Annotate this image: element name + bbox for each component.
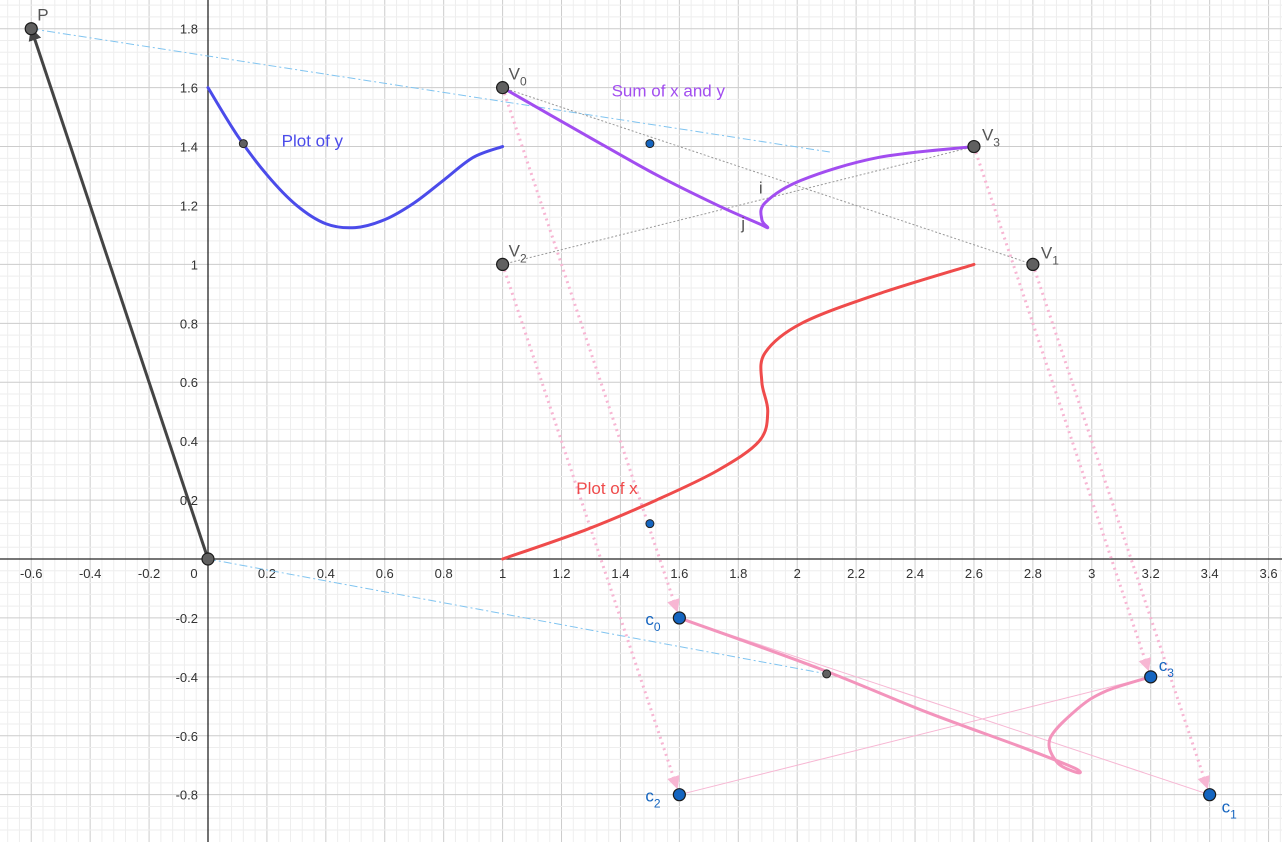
dashdot-line-upper (31, 28, 833, 153)
point-label-subscript: 2 (654, 797, 661, 811)
point-label-p: P (37, 6, 48, 25)
dotted-line-v0-v1 (502, 87, 1034, 265)
small-point (645, 139, 655, 149)
x-tick-label: 3 (1088, 566, 1095, 581)
x-tick-label: 0.4 (317, 566, 335, 581)
point-c3 (1144, 670, 1158, 684)
x-tick-label: 2.8 (1024, 566, 1042, 581)
x-tick-label: 0.8 (435, 566, 453, 581)
y-tick-label: 0.4 (180, 434, 198, 449)
x-tick-label: -0.2 (138, 566, 160, 581)
arrow-v3-to-c3 (972, 146, 1151, 672)
point-label-subscript: 1 (1052, 253, 1059, 267)
plot-of-x-curve (501, 262, 976, 561)
dashdot-line-lower (207, 558, 827, 675)
x-tick-label: 0.6 (376, 566, 394, 581)
x-tick-label: 3.4 (1201, 566, 1219, 581)
point-c2 (672, 788, 686, 802)
small-point (238, 139, 248, 149)
y-tick-label: 1 (191, 257, 198, 272)
x-tick-label: 3.2 (1142, 566, 1160, 581)
y-tick-label: 1.8 (180, 22, 198, 37)
y-tick-label: -0.2 (176, 611, 198, 626)
point-v3 (967, 139, 981, 154)
point-label-v0: V0 (509, 65, 527, 89)
point-c0 (672, 611, 686, 625)
text-label-plot-of-x: Plot of x (576, 479, 638, 498)
point-label-subscript: 0 (654, 620, 661, 634)
y-tick-label: 1.6 (180, 81, 198, 96)
x-tick-label: 0.2 (258, 566, 276, 581)
vector-o-to-p (28, 27, 210, 560)
bezier-curve (677, 616, 1153, 775)
y-tick-label: 0.6 (180, 375, 198, 390)
point-v0 (496, 81, 510, 95)
point-label-c3: c3 (1159, 656, 1175, 680)
small-point (645, 519, 655, 529)
x-tick-label: 2.4 (906, 566, 924, 581)
point-label-c0: c0 (645, 610, 661, 634)
y-tick-label: 1.4 (180, 140, 198, 155)
x-tick-label: -0.6 (20, 566, 42, 581)
x-tick-label: 0 (190, 566, 197, 581)
point-label-subscript: 1 (1230, 808, 1237, 822)
point-v2 (496, 257, 510, 271)
arrow-v2-to-c2 (501, 263, 680, 790)
plot-of-y-curve (206, 86, 505, 230)
arrow-v0-to-c0 (501, 87, 680, 613)
text-label-plot-of-y: Plot of y (282, 132, 344, 151)
y-tick-label: 0.8 (180, 316, 198, 331)
arrow-v1-to-c1 (1031, 263, 1210, 790)
y-tick-label: -0.8 (176, 788, 198, 803)
point-v1 (1026, 257, 1040, 271)
text-label-i: i (759, 179, 763, 198)
x-tick-label: 3.6 (1260, 566, 1278, 581)
point-label-subscript: 3 (1167, 666, 1174, 680)
curves (206, 86, 1153, 775)
point-label-subscript: 2 (520, 251, 527, 265)
x-tick-label: -0.4 (79, 566, 101, 581)
x-tick-label: 1.4 (611, 566, 629, 581)
y-tick-label: -0.6 (176, 729, 198, 744)
text-label-sum-of-x-and-y: Sum of x and y (612, 81, 726, 100)
point-c1 (1203, 788, 1217, 802)
text-label-j: j (740, 214, 745, 233)
x-tick-label: 1.6 (670, 566, 688, 581)
x-tick-label: 2 (794, 566, 801, 581)
thin-line-c2-c3 (679, 676, 1151, 796)
point-origin (201, 552, 215, 566)
point-label-subscript: 0 (520, 75, 527, 89)
x-tick-label: 1.2 (552, 566, 570, 581)
sum-of-x-and-y-curve (501, 86, 976, 230)
x-tick-label: 2.6 (965, 566, 983, 581)
small-point (822, 669, 832, 679)
x-tick-label: 2.2 (847, 566, 865, 581)
x-tick-label: 1.8 (729, 566, 747, 581)
point-label-c2: c2 (645, 787, 661, 811)
y-tick-label: -0.4 (176, 670, 198, 685)
thin-line-c0-c1 (679, 617, 1210, 796)
construction-lines (28, 27, 1210, 796)
x-tick-label: 1 (499, 566, 506, 581)
point-label-subscript: 3 (993, 136, 1000, 150)
points (24, 22, 1217, 802)
y-tick-label: 1.2 (180, 198, 198, 213)
tick-labels: -0.6 -0.4 -0.2 0 0.2 0.4 0.6 0.8 1 1.2 1.4 1.6 1.8 2 2… (20, 22, 1278, 803)
point-p (24, 22, 38, 36)
dotted-line-v2-v3 (502, 146, 975, 265)
